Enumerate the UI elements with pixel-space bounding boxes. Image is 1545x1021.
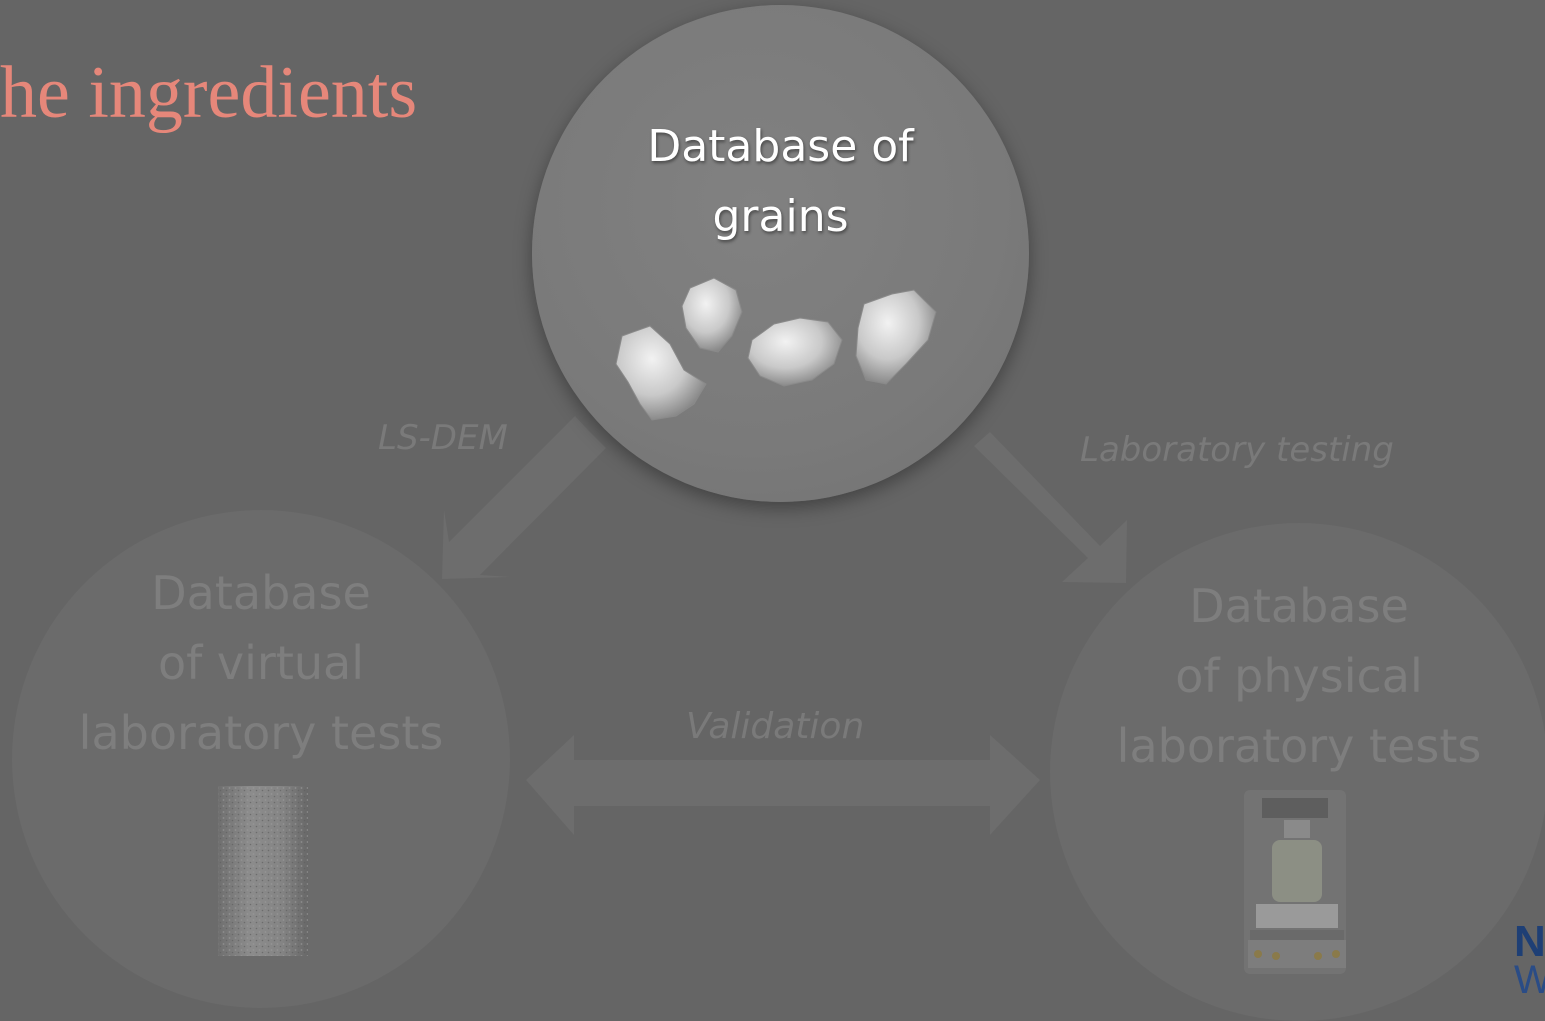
university-logo: N W [1514, 920, 1545, 1000]
edge-label-lab-testing: Laboratory testing [1080, 430, 1394, 470]
edge-label-lsdem: LS-DEM [378, 418, 508, 458]
edge-label-validation: Validation [686, 706, 864, 747]
logo-line-2: W [1514, 960, 1545, 1000]
